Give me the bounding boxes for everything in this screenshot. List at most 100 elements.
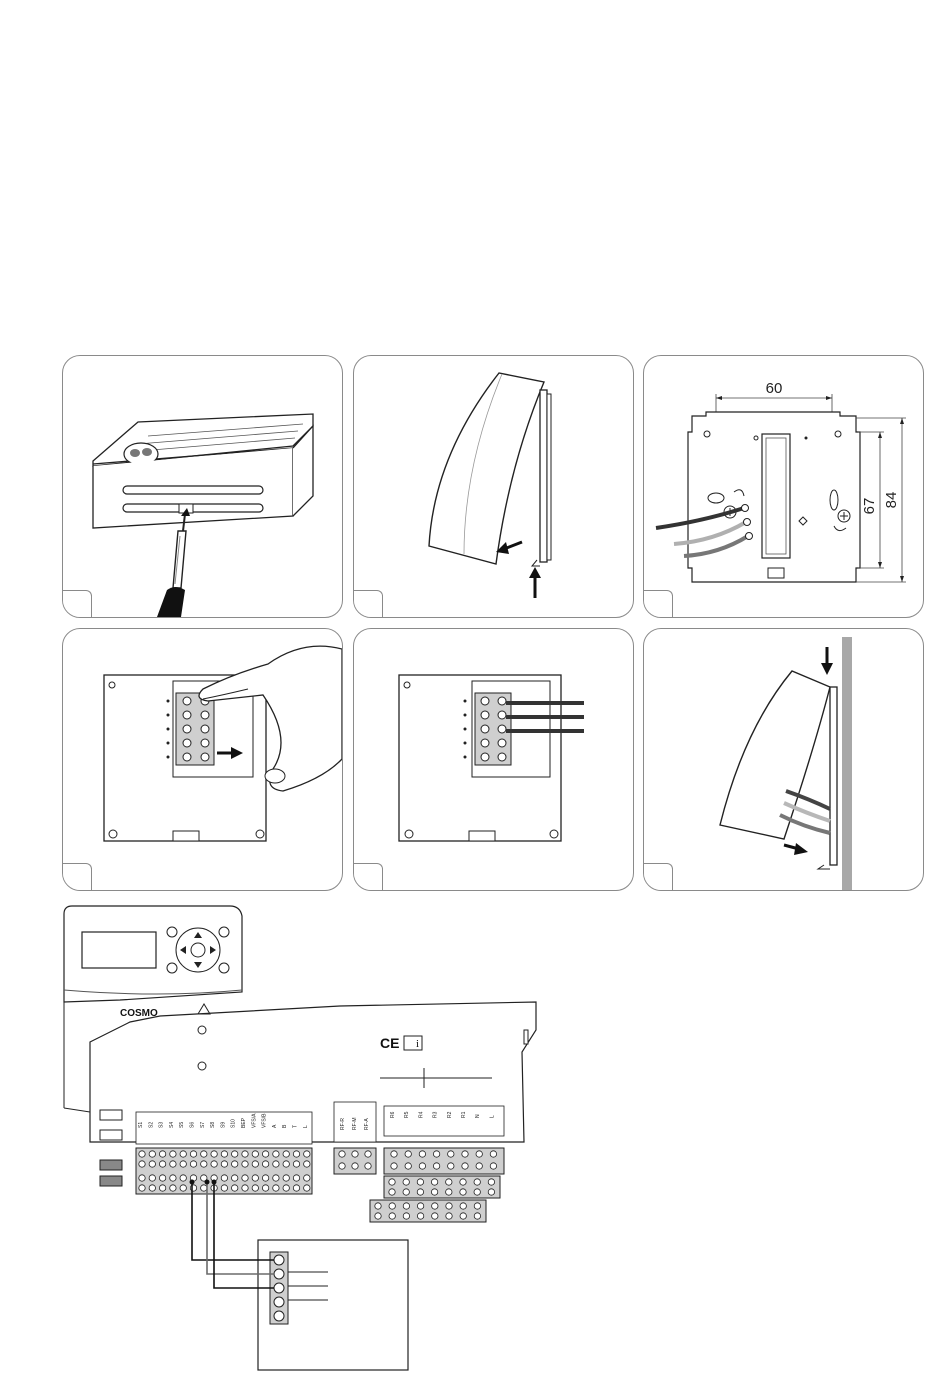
step-number-tab xyxy=(63,863,92,890)
terminal-screw xyxy=(304,1151,310,1157)
terminal-screw xyxy=(149,1151,155,1157)
terminal-screw xyxy=(389,1213,395,1219)
terminal-screw xyxy=(273,1175,279,1181)
terminal-screw xyxy=(201,1151,207,1157)
terminal-label: R6 xyxy=(390,1111,396,1118)
terminal-screw xyxy=(170,1161,176,1167)
terminal-screw xyxy=(273,1185,279,1191)
terminal-screw xyxy=(304,1175,310,1181)
terminal-screw xyxy=(389,1203,395,1209)
terminal-screw xyxy=(433,1151,439,1157)
terminal-screw xyxy=(159,1151,165,1157)
terminal-label: R4 xyxy=(418,1111,424,1118)
terminal-label: S6 xyxy=(190,1122,196,1128)
button-top-left xyxy=(167,927,177,937)
terminal-screw xyxy=(460,1189,466,1195)
terminal-screw xyxy=(252,1175,258,1181)
terminal-screw xyxy=(252,1151,258,1157)
terminal-screw xyxy=(242,1151,248,1157)
terminal-screw xyxy=(242,1161,248,1167)
terminal-screw xyxy=(419,1151,425,1157)
mounting-dimensions-drawing: 60 67 84 xyxy=(644,356,923,617)
arrow-right-icon xyxy=(784,843,808,855)
terminal-screw xyxy=(221,1175,227,1181)
terminal-screw xyxy=(339,1163,345,1169)
manual-icon xyxy=(404,1036,422,1050)
panel-step-3: 60 67 84 xyxy=(643,355,924,618)
terminal-label: S9 xyxy=(220,1122,226,1128)
terminal-screw xyxy=(180,1161,186,1167)
terminal-screw xyxy=(170,1175,176,1181)
terminal-screw xyxy=(190,1151,196,1157)
terminal-screw xyxy=(405,1151,411,1157)
wire-connection-illustration xyxy=(354,629,633,890)
terminal-screw xyxy=(180,1151,186,1157)
terminal-label: VFS/B xyxy=(262,1113,268,1128)
terminal-screw xyxy=(201,1161,207,1167)
cover-removal-illustration xyxy=(354,356,633,617)
terminal-screw xyxy=(159,1185,165,1191)
step-number-tab xyxy=(63,590,92,617)
step-number-tab xyxy=(644,590,673,617)
panel-step-4 xyxy=(62,628,343,891)
terminal-screw xyxy=(460,1179,466,1185)
terminal-screw xyxy=(474,1179,480,1185)
terminal-screw xyxy=(417,1189,423,1195)
terminal-screw xyxy=(221,1161,227,1167)
terminal-screw xyxy=(139,1151,145,1157)
terminal-screw xyxy=(446,1189,452,1195)
terminal-screw xyxy=(391,1163,397,1169)
terminal-screw xyxy=(419,1163,425,1169)
terminal-screw xyxy=(159,1175,165,1181)
terminal-screw xyxy=(139,1161,145,1167)
terminal-screw xyxy=(446,1213,452,1219)
cover-closing-illustration xyxy=(644,629,923,890)
display-screen xyxy=(82,932,156,968)
terminal-screw xyxy=(488,1179,494,1185)
arrow-down-icon xyxy=(821,647,833,675)
dimension-outer-height-label: 84 xyxy=(883,492,900,509)
terminal-screw xyxy=(432,1203,438,1209)
terminal-label: S4 xyxy=(169,1122,175,1128)
info-icon: i xyxy=(416,1038,419,1050)
terminal-screw xyxy=(262,1161,268,1167)
terminal-screw xyxy=(293,1185,299,1191)
terminal-screw xyxy=(405,1163,411,1169)
terminal-screw xyxy=(403,1179,409,1185)
terminal-screw xyxy=(304,1185,310,1191)
terminal-label: S7 xyxy=(200,1122,206,1128)
terminal-screw xyxy=(262,1185,268,1191)
terminal-screw xyxy=(488,1189,494,1195)
terminal-screw xyxy=(190,1161,196,1167)
terminal-label: T xyxy=(293,1125,299,1128)
terminal-screw xyxy=(273,1151,279,1157)
terminal-label: R5 xyxy=(404,1111,410,1118)
terminal-screw xyxy=(232,1185,238,1191)
terminal-label: BEP xyxy=(241,1117,247,1128)
terminal-screw xyxy=(417,1203,423,1209)
terminal-screw xyxy=(403,1213,409,1219)
terminal-screw xyxy=(448,1151,454,1157)
terminal-label: VFS/A xyxy=(251,1113,257,1128)
brand-logo: COSMO xyxy=(120,1008,158,1019)
dimension-inner-height-label: 67 xyxy=(861,498,878,515)
step-number-tab xyxy=(644,863,673,890)
terminal-label: RF-M xyxy=(352,1118,358,1131)
terminal-screw xyxy=(433,1163,439,1169)
panel-step-6 xyxy=(643,628,924,891)
terminal-screw xyxy=(211,1151,217,1157)
terminal-label: RF-A xyxy=(364,1118,370,1130)
terminal-screw xyxy=(403,1189,409,1195)
terminal-screw xyxy=(448,1163,454,1169)
terminal-screw xyxy=(283,1185,289,1191)
terminal-screw xyxy=(403,1203,409,1209)
step-number-tab xyxy=(354,590,383,617)
terminal-screw xyxy=(149,1161,155,1167)
terminal-label: RF-R xyxy=(340,1118,346,1130)
ce-mark: CE xyxy=(380,1035,399,1051)
terminal-screw xyxy=(417,1179,423,1185)
terminal-screw xyxy=(149,1175,155,1181)
terminal-label: L xyxy=(489,1115,495,1118)
terminal-screw xyxy=(149,1185,155,1191)
terminal-screw xyxy=(417,1213,423,1219)
